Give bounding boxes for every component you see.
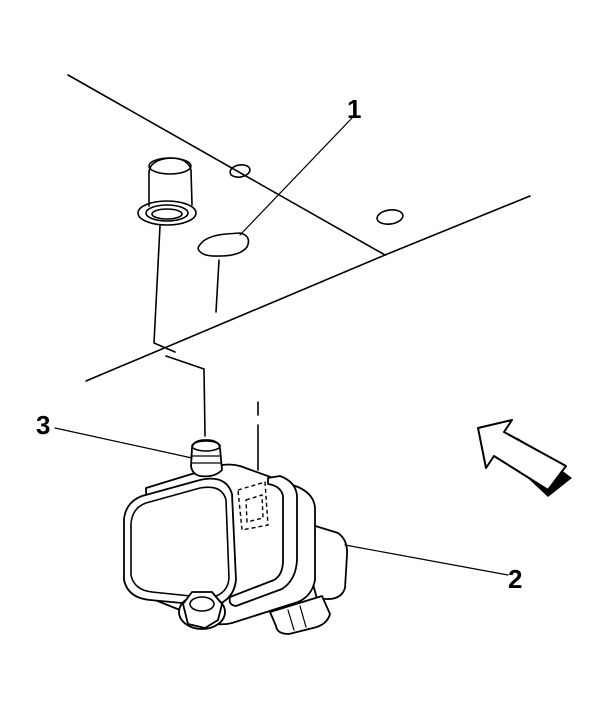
callout-1-label: 1: [347, 94, 361, 124]
mounting-slot: [197, 232, 250, 257]
underbody-panel: [67, 74, 531, 382]
alignment-line: [215, 259, 259, 471]
panel-hole-upper: [229, 164, 251, 178]
panel-hole-right: [376, 209, 404, 225]
view-direction-arrow-icon: [477, 419, 572, 497]
leader-lines: [54, 117, 509, 576]
hose-line: [153, 225, 206, 437]
vacuum-nozzle: [190, 439, 223, 478]
callout-3-label: 3: [36, 410, 50, 440]
callout-2-label: 2: [508, 564, 522, 594]
solenoid-component: [123, 463, 348, 635]
hose-fitting: [137, 157, 197, 226]
